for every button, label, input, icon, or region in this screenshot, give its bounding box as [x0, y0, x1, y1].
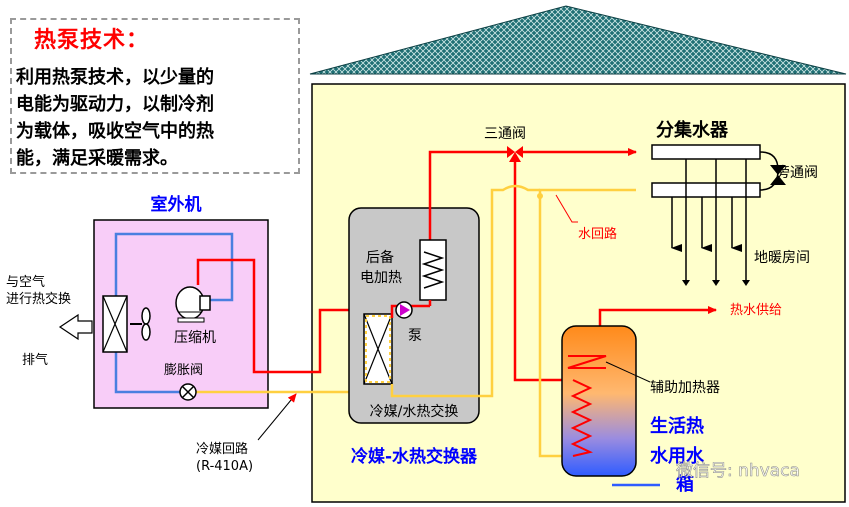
air-exchange-label-2: 进行热交换	[6, 291, 71, 307]
water-return-pipe	[538, 188, 636, 458]
water-supply-to-tank	[513, 160, 540, 382]
floor-heating-room-label: 地暖房间	[754, 250, 810, 266]
info-line: 为载体，吸收空气中的热	[16, 121, 214, 142]
outdoor-coil-icon	[102, 295, 128, 353]
info-line: 能，满足采暖需求。	[16, 148, 178, 169]
air-exchange-label-1: 与空气	[6, 274, 45, 290]
house-roof	[309, 5, 847, 75]
bypass-valve-icon	[759, 151, 786, 191]
bypass-valve-label: 旁通阀	[776, 164, 818, 181]
info-box: 热泵技术： 利用热泵技术，以少量的 电能为驱动力，以制冷剂 为载体，吸收空气中的…	[10, 18, 300, 174]
backup-heater-label-2: 电加热	[360, 270, 402, 286]
water-circuit-pointer	[555, 194, 578, 223]
aux-heater-pointer	[605, 361, 651, 383]
hot-water-supply-label: 热水供给	[730, 303, 782, 318]
expansion-valve-icon	[179, 383, 197, 401]
refrigerant-loop-label-1: 冷媒回路	[196, 441, 248, 457]
floor-heating-loops	[671, 159, 750, 286]
refrigerant-pipe-cold-upper	[114, 232, 234, 302]
info-line: 利用热泵技术，以少量的	[16, 67, 214, 88]
info-title: 热泵技术：	[34, 28, 150, 53]
pump-icon	[395, 301, 413, 319]
info-body: 利用热泵技术，以少量的 电能为驱动力，以制冷剂 为载体，吸收空气中的热 能，满足…	[16, 64, 296, 172]
tank-heating-coil	[570, 379, 594, 457]
exhaust-arrow-icon	[58, 313, 93, 341]
refrigerant-pipe-hot	[196, 258, 372, 374]
water-pipe-pump	[390, 304, 430, 318]
plate-exchanger-icon	[363, 313, 393, 385]
refrigerant-loop-label-2: (R-410A)	[196, 459, 253, 474]
three-way-valve-label: 三通阀	[484, 126, 526, 142]
backup-heater-label-1: 后备	[366, 249, 394, 266]
pump-label: 泵	[408, 328, 422, 344]
fan-icon	[130, 307, 151, 341]
compressor-icon	[175, 286, 211, 323]
water-circuit-label: 水回路	[578, 226, 617, 242]
manifold-icon	[651, 144, 761, 198]
water-supply-pipe	[428, 150, 508, 240]
tank-label-1: 生活热	[650, 415, 704, 437]
expansion-valve-label: 膨胀阀	[164, 363, 203, 378]
compressor-label: 压缩机	[174, 330, 216, 346]
three-way-valve-icon	[507, 146, 523, 162]
refrigerant-loop-pointer	[257, 393, 297, 441]
hot-water-tank	[561, 325, 637, 477]
info-line: 电能为驱动力，以制冷剂	[16, 94, 214, 115]
water-junction	[537, 193, 543, 199]
aux-heater-label: 辅助加热器	[650, 380, 720, 396]
backup-heater-icon	[419, 239, 447, 301]
water-return-to-exchanger	[390, 184, 540, 398]
watermark: 微信号: nhvaca	[676, 461, 800, 481]
manifold-label: 分集水器	[656, 119, 729, 141]
exhaust-label: 排气	[22, 352, 48, 368]
tank-label-3: 箱	[676, 473, 694, 495]
aux-heater-icon	[567, 355, 607, 369]
tank-label-2: 水用水	[650, 445, 705, 467]
outdoor-unit-label: 室外机	[151, 194, 202, 215]
ref-water-exchange-label: 冷媒/水热交换	[370, 403, 459, 420]
hot-water-supply-pipe	[598, 306, 717, 328]
exchanger-title: 冷媒-水热交换器	[351, 446, 478, 467]
